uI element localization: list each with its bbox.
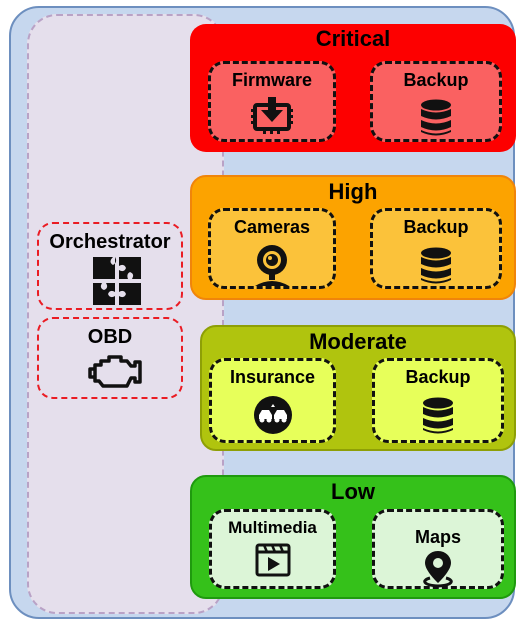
puzzle-icon: [93, 257, 141, 305]
orchestrator-box: Orchestrator: [37, 222, 183, 310]
orchestrator-label: Orchestrator: [49, 231, 171, 253]
service-label: Insurance: [229, 367, 316, 387]
map-pin-icon: [423, 551, 453, 588]
group-critical-title: Critical: [315, 26, 391, 51]
group-moderate: Moderate Insurance Backup: [200, 325, 516, 451]
group-high: High Cameras Backup: [190, 175, 516, 300]
engine-icon: [88, 355, 142, 388]
obd-label: OBD: [87, 326, 133, 348]
database-icon: [421, 247, 451, 284]
car-collision-icon: [253, 396, 292, 434]
group-low-title: Low: [331, 479, 375, 504]
service-label: Multimedia: [228, 518, 317, 537]
group-moderate-title: Moderate: [309, 329, 407, 354]
group-high-title: High: [328, 179, 378, 204]
service-maps: Maps: [372, 509, 504, 589]
group-low: Low Multimedia Maps: [190, 475, 516, 599]
video-player-icon: [255, 543, 290, 577]
service-cameras: Cameras: [208, 208, 336, 289]
database-icon: [423, 397, 453, 434]
service-label: Firmware: [231, 70, 313, 90]
database-icon: [421, 99, 451, 136]
service-insurance: Insurance: [209, 358, 336, 443]
service-label: Backup: [403, 217, 469, 237]
service-backup-high: Backup: [370, 208, 502, 289]
service-label: Backup: [405, 367, 471, 387]
service-label: Backup: [403, 70, 469, 90]
firmware-download-icon: [251, 97, 293, 134]
service-backup-critical: Backup: [370, 61, 502, 142]
service-label: Maps: [414, 527, 461, 547]
group-critical: Critical Firmware Backup: [190, 24, 516, 152]
webcam-icon: [255, 245, 289, 286]
obd-box: OBD: [37, 317, 183, 399]
service-firmware: Firmware: [208, 61, 336, 142]
service-multimedia: Multimedia: [209, 509, 336, 589]
service-label: Cameras: [233, 217, 311, 237]
service-backup-moderate: Backup: [372, 358, 504, 443]
